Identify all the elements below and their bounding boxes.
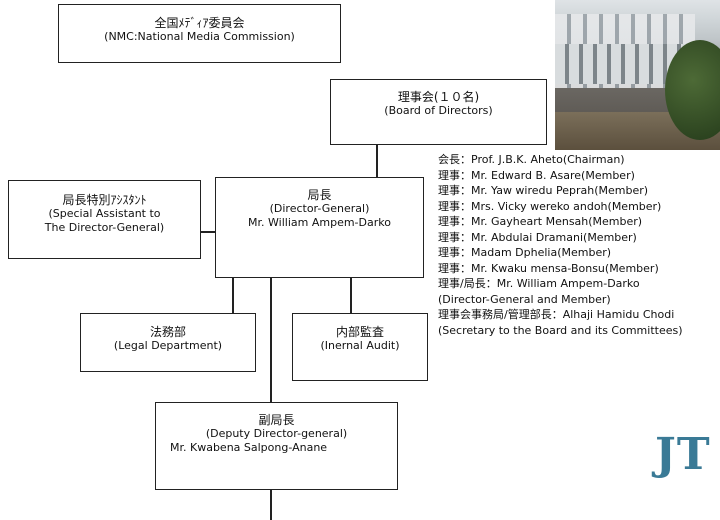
node-nmc: 全国ﾒﾃﾞｨｱ委員会 (NMC:National Media Commissio… bbox=[58, 4, 341, 63]
node-legal-subtitle: (Legal Department) bbox=[113, 339, 223, 352]
node-dg-person: Mr. William Ampem-Darko bbox=[248, 216, 391, 229]
node-board-subtitle: (Board of Directors) bbox=[384, 104, 493, 117]
node-audit-subtitle: (Inernal Audit) bbox=[320, 339, 400, 352]
member-line: 理事：Mr. Edward B. Asare(Member) bbox=[438, 168, 635, 182]
node-nmc-subtitle: (NMC:National Media Commission) bbox=[104, 30, 295, 43]
node-sa-subtitle-2: The Director-General) bbox=[44, 221, 165, 234]
connector-dg-legal bbox=[232, 278, 234, 313]
member-line: 理事会事務局/管理部長：Alhaji Hamidu Chodi bbox=[438, 308, 675, 321]
member-line: 理事：Mr. Yaw wiredu Peprah(Member) bbox=[438, 184, 649, 197]
member-line: 理事：Mr. Kwaku mensa-Bonsu(Member) bbox=[438, 261, 659, 275]
member-line: 理事：Madam Dphelia(Member) bbox=[438, 246, 612, 259]
node-director-general: 局長 (Director-General) Mr. William Ampem-… bbox=[215, 177, 424, 278]
jt-logo: JT bbox=[655, 429, 711, 480]
node-board-title: 理事会(１０名) bbox=[397, 90, 480, 104]
node-sa-title: 局長特別ｱｼｽﾀﾝﾄ bbox=[62, 193, 147, 207]
connector-board-dg bbox=[376, 145, 378, 177]
connector-ddg-below bbox=[270, 490, 272, 520]
member-line: 理事/局長：Mr. William Ampem-Darko bbox=[438, 277, 640, 290]
member-line: (Director-General and Member) bbox=[438, 292, 611, 306]
node-ddg-subtitle: (Deputy Director-general) bbox=[205, 427, 348, 440]
member-line: 理事：Mr. Gayheart Mensah(Member) bbox=[438, 215, 643, 228]
node-ddg-title: 副局長 bbox=[258, 413, 295, 427]
member-line: 理事：Mrs. Vicky wereko andoh(Member) bbox=[438, 199, 662, 213]
node-legal-department: 法務部 (Legal Department) bbox=[80, 313, 256, 372]
board-member-list: 会長：Prof. J.B.K. Aheto(Chairman) 理事：Mr. E… bbox=[438, 152, 683, 338]
node-nmc-title: 全国ﾒﾃﾞｨｱ委員会 bbox=[154, 16, 245, 30]
node-dg-subtitle: (Director-General) bbox=[269, 202, 370, 215]
node-legal-title: 法務部 bbox=[149, 325, 186, 339]
building-photo bbox=[555, 0, 720, 150]
connector-dg-ddg bbox=[270, 278, 272, 402]
node-internal-audit: 内部監査 (Inernal Audit) bbox=[292, 313, 428, 381]
connector-sa-dg bbox=[201, 231, 215, 233]
photo-tree bbox=[665, 40, 720, 140]
node-board: 理事会(１０名) (Board of Directors) bbox=[330, 79, 547, 145]
node-sa-subtitle-1: (Special Assistant to bbox=[48, 207, 161, 220]
node-audit-title: 内部監査 bbox=[335, 325, 384, 339]
node-special-assistant: 局長特別ｱｼｽﾀﾝﾄ (Special Assistant to The Dir… bbox=[8, 180, 201, 259]
connector-dg-audit bbox=[350, 278, 352, 313]
node-ddg-person: Mr. Kwabena Salpong-Anane bbox=[170, 441, 328, 454]
member-line: 理事：Mr. Abdulai Dramani(Member) bbox=[438, 230, 637, 244]
member-line: (Secretary to the Board and its Committe… bbox=[438, 323, 683, 337]
node-deputy-director-general: 副局長 (Deputy Director-general) Mr. Kwaben… bbox=[155, 402, 398, 490]
member-line: 会長：Prof. J.B.K. Aheto(Chairman) bbox=[438, 153, 625, 166]
node-dg-title: 局長 bbox=[307, 188, 332, 202]
